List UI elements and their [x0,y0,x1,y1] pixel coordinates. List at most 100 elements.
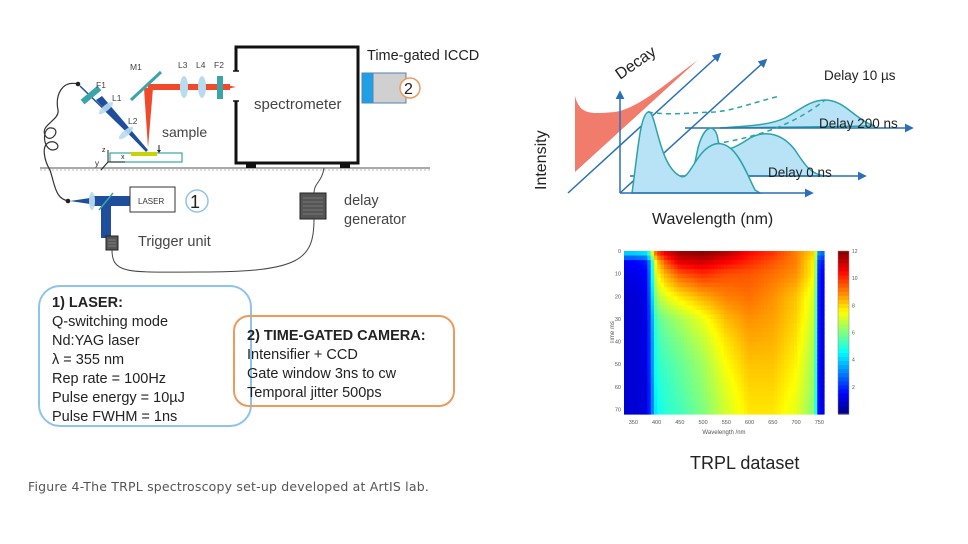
heatmap-cell [694,287,698,293]
heatmap-cell [680,400,685,406]
heatmap-cell [734,337,738,343]
heatmap-cell [760,395,765,402]
heatmap-cell [704,269,708,275]
colorbar-segment [838,348,849,354]
heatmap-cell [704,350,708,356]
heatmap-cell [720,409,725,415]
heatmap-cell [814,332,818,338]
heatmap-cell [764,332,768,338]
heatmap-cell [730,287,735,293]
heatmap-cell [640,318,645,325]
colorbar-segment [838,299,849,305]
heatmap-cell [744,309,748,315]
heatmap-cell [687,400,692,406]
heatmap-cell [664,395,668,402]
heatmap-cell [787,377,792,383]
heatmap-cell [690,282,695,288]
heatmap-cell [667,318,672,325]
heatmap-cell [647,309,652,315]
heatmap-cell [634,409,638,415]
heatmap-cell [777,400,782,406]
heatmap-cell [820,291,825,297]
heatmap-cell [770,278,775,284]
heatmap-cell [730,337,735,343]
heatmap-cell [684,255,688,261]
heatmap-cell [757,323,762,329]
heatmap-cell [734,291,738,297]
heatmap-cell [710,251,715,257]
heatmap-cell [757,291,762,297]
heatmap-cell [724,400,728,406]
heatmap-cell [740,364,745,370]
heatmap-cell [627,341,632,347]
lens-l3 [180,76,188,98]
heatmap-cell [717,291,722,297]
heatmap-cell [667,327,672,334]
heatmap-cell [690,296,695,302]
heatmap-cell [700,296,705,302]
heatmap-cell [664,400,668,406]
heatmap-cell [740,377,745,383]
heatmap-cell [804,287,808,293]
x-tick-label: 400 [652,420,661,426]
heatmap-cell [787,260,792,266]
heatmap-cell [757,404,762,411]
heatmap-cell [777,346,782,352]
heatmap-cell [764,327,768,334]
heatmap-cell [634,400,638,406]
heatmap-cell [777,386,782,392]
heatmap-cell [684,323,688,329]
heatmap-cell [817,359,822,365]
heatmap-cell [627,269,632,275]
heatmap-cell [640,273,645,279]
heatmap-cell [820,337,825,343]
heatmap-cell [744,409,748,415]
heatmap-cell [660,273,665,279]
heatmap-cell [687,355,692,361]
heatmap-cell [727,255,732,261]
heatmap-cell [757,391,762,397]
heatmap-cell [707,318,712,325]
heatmap-cell [630,368,635,374]
heatmap-cell [780,404,785,411]
heatmap-cell [764,350,768,356]
heatmap-cell [720,309,725,315]
heatmap-cell [657,314,662,320]
heatmap-cell [710,382,715,388]
heatmap-cell [760,377,765,383]
heatmap-cell [724,327,728,334]
heatmap-cell [684,332,688,338]
heatmap-cell [790,350,795,356]
heatmap-cell [704,278,708,284]
heatmap-cell [797,278,802,284]
heatmap-cell [784,291,788,297]
heatmap-cell [760,264,765,270]
heatmap-cell [754,278,758,284]
heatmap-cell [690,332,695,338]
heatmap-cell [687,364,692,370]
heatmap-cell [677,251,682,257]
heatmap-cell [637,327,642,334]
heatmap-cell [744,287,748,293]
heatmap-cell [650,300,655,306]
heatmap-cell [754,386,758,392]
heatmap-cell [694,296,698,302]
heatmap-cell [670,273,675,279]
heatmap-cell [754,314,758,320]
heatmap-cell [750,355,755,361]
heatmap-cell [717,269,722,275]
heatmap-cell [670,364,675,370]
heatmap-cell [630,269,635,275]
heatmap-cell [657,400,662,406]
heatmap-cell [650,337,655,343]
heatmap-cell [667,395,672,402]
heatmap-cell [654,273,658,279]
optical-fiber [43,82,79,202]
heatmap-cell [714,341,718,347]
y-tick-label: 30 [615,317,621,323]
heatmap-cell [804,373,808,379]
heatmap-cell [770,309,775,315]
heatmap-cell [800,296,805,302]
heatmap-cell [700,309,705,315]
heatmap-cell [714,273,718,279]
